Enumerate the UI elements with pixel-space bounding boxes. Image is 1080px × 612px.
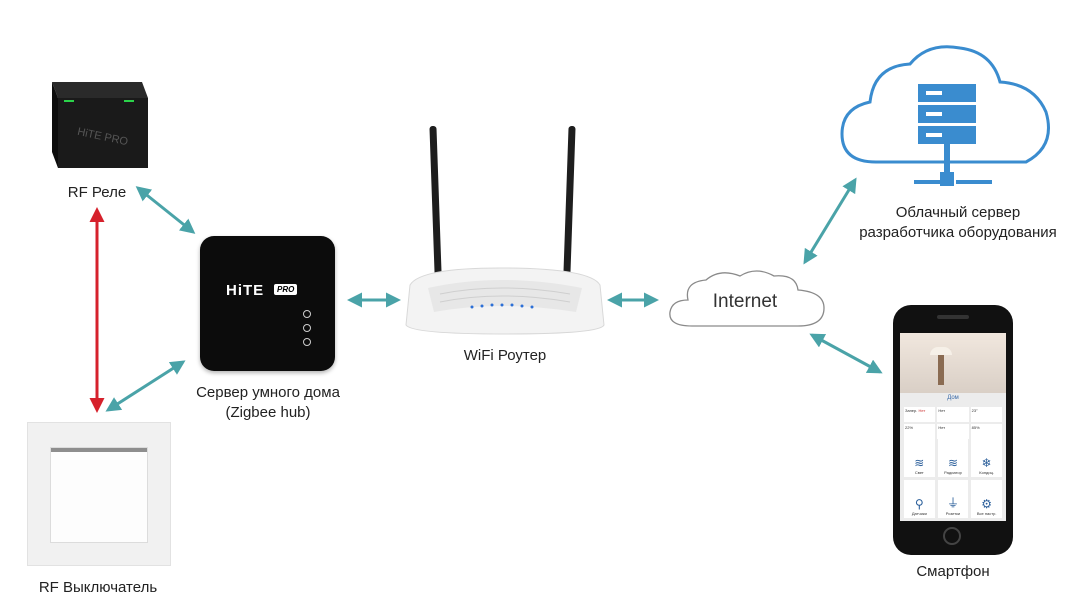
phone-screen-header-photo — [900, 333, 1006, 393]
power-icon — [303, 338, 311, 346]
phone-home-button[interactable] — [943, 527, 961, 545]
phone-screen: Дом Запер. Нет Нет 23° 22% Нет 85% ≋Свет… — [900, 333, 1006, 521]
rf-relay-device-image: HiTE PRO — [52, 82, 148, 168]
cloud-server-label-line1: Облачный сервер — [895, 204, 1021, 221]
phone-tiles-grid: ≋Свет ≋Радиатор ❄Кондиц. ⚲Датчики ⏚Розет… — [904, 439, 1002, 518]
phone-tile[interactable]: ≋Радиатор — [937, 439, 969, 477]
smartphone-label: Смартфон — [916, 563, 990, 580]
internet-cloud-shape — [669, 270, 825, 327]
phone-tile[interactable]: ❄Кондиц. — [971, 439, 1002, 477]
phone-tile[interactable]: Нет — [937, 407, 969, 422]
hub-label-line2: (Zigbee hub) — [225, 404, 311, 421]
arrow-relay-hub — [135, 186, 196, 234]
cloud-server-label-line2: разработчика оборудования — [859, 224, 1057, 241]
phone-tile[interactable]: Запер. Нет — [904, 407, 936, 422]
smartphone-device: Дом Запер. Нет Нет 23° 22% Нет 85% ≋Свет… — [893, 305, 1013, 555]
internet-label: Internet — [712, 291, 778, 312]
phone-tile[interactable]: ≋Свет — [904, 439, 935, 477]
zigbee-hub-device: HiTE PRO — [200, 236, 335, 371]
cloud-server-icon — [840, 45, 1050, 186]
phone-screen-title: Дом — [947, 395, 959, 401]
wifi-router-image — [405, 126, 605, 335]
arrow-internet-cloud — [803, 177, 857, 265]
phone-tiles-row1: Запер. Нет Нет 23° 22% Нет 85% — [904, 407, 1002, 439]
phone-tile[interactable]: Нет — [937, 424, 969, 439]
zigbee-icon — [303, 310, 311, 318]
globe-icon — [303, 324, 311, 332]
phone-tile[interactable]: 22% — [904, 424, 936, 439]
rf-switch-frame — [27, 422, 171, 566]
phone-speaker — [937, 315, 969, 319]
hub-logo-badge: PRO — [274, 284, 298, 295]
hub-logo: HiTE — [226, 282, 265, 299]
rf-relay-label: RF Реле — [67, 184, 127, 201]
phone-tile[interactable]: ⚲Датчики — [904, 480, 935, 518]
phone-tile[interactable]: 23° — [970, 407, 1002, 422]
phone-tile[interactable]: ⚙Все настр. — [971, 480, 1002, 518]
phone-tile[interactable]: 85% — [970, 424, 1002, 439]
rf-switch-label: RF Выключатель — [38, 579, 158, 596]
rf-switch-key — [50, 447, 148, 543]
phone-tile[interactable]: ⏚Розетки — [937, 480, 969, 518]
router-label: WiFi Роутер — [463, 347, 547, 364]
hub-label-line1: Сервер умного дома — [196, 384, 340, 401]
arrow-internet-phone — [809, 333, 883, 374]
arrow-switch-hub — [105, 360, 186, 412]
